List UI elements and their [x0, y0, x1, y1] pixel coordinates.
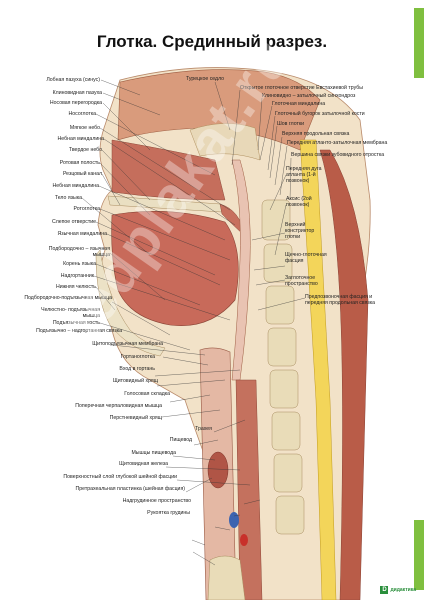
label-eustachian-tube: Открытое глоточное отверстие Евстахиевой… [240, 85, 363, 91]
label-apical-dental-ligament: Вершина связки зубовидного отростка [291, 152, 385, 158]
top-accent-bar [414, 8, 424, 78]
label-laryngeal-inlet: Вход в гортань [119, 366, 155, 372]
pharynx-airway [231, 159, 251, 381]
label-pharyngeal-raphe: Шов глотки [277, 121, 305, 127]
label-sphenooccipital-synchondrosis: Клиновидно – затылочный синхондроз [262, 93, 356, 99]
vein-vessel [229, 512, 239, 528]
label-esophageal-muscles: Мышцы пищевода [131, 450, 176, 456]
leader-lines [81, 79, 306, 566]
label-lingual-tonsil: Язычная миндалина [57, 231, 107, 237]
publisher-logo: D дидактика [380, 586, 416, 594]
label-pretracheal-lamina: Претрахеальная пластинка (шейная фасция) [75, 486, 186, 492]
label-manubrium: Рукоятка грудины [147, 510, 190, 516]
label-geniohyoid: Подбородочно-подъязычная мышца [24, 295, 112, 301]
label-laryngopharynx: Гортаноглотка [120, 354, 155, 360]
label-esophagus: Пищевод [169, 437, 192, 443]
label-pharyngeal-tonsil: Глоточная миндалина [272, 101, 326, 107]
label-nasal-septum: Носовая перегородка [49, 100, 102, 106]
tongue [111, 210, 239, 326]
logo-mark: D [380, 586, 389, 594]
label-mandible: Нижняя челюсть [55, 284, 96, 290]
label-palatine-tonsil-1: Небная миндалина [57, 136, 104, 142]
label-hyoepiglottic-ligament: Подъязычно – надгортанная связка [36, 328, 122, 334]
label-hyoid-bone: Подъязычная кость [52, 320, 100, 326]
mandible [95, 249, 166, 357]
label-buccopharyngeal-fascia: Щечно-глоточная фасция [285, 252, 327, 264]
label-prevertebral-fascia: Предпозвоночная фасция и передняя продол… [305, 294, 376, 306]
label-superior-longitudinal-ligament: Верхняя продольная связка [282, 131, 350, 137]
label-superior-constrictor: Верхний констриктор глотки [285, 222, 315, 240]
label-retropharyngeal-space: Заглоточное пространство [285, 275, 318, 287]
bottom-accent-bar [414, 520, 424, 590]
label-tongue-root: Корень языка [63, 261, 96, 267]
vertebral-column [261, 199, 305, 535]
label-sella-turcica: Турецкое седло [186, 76, 225, 82]
label-transverse-arytenoid: Поперечная черпаловидная мышца [75, 403, 162, 409]
nasal-cavity [111, 139, 226, 201]
label-genioglossus: Подбородочно – язычная мышца [48, 246, 110, 258]
label-foramen-cecum: Слепое отверстие [51, 219, 96, 225]
label-frontal-sinus: Лобная пазуха (синус) [46, 77, 100, 83]
label-oropharynx: Ротоглотка [73, 206, 100, 212]
label-thyrohyoid-membrane: Щитоподъязычная мембрана [92, 341, 163, 347]
label-anterior-arch-atlas: Передняя дуга атланта (1-й позвонок) [286, 166, 322, 184]
label-cricoid-cartilage: Перстневидный хрящ [109, 415, 162, 421]
sternum-manubrium [207, 555, 246, 600]
label-sphenoid-sinus: Клиновидная пазуха [52, 90, 102, 96]
posterior-neck-muscles [319, 149, 369, 600]
brain-region [117, 69, 321, 151]
label-pharyngeal-tubercle: Глоточный бугорок затылочной кости [275, 111, 365, 117]
label-oral-cavity: Ротовая полость [59, 160, 100, 166]
label-nasopharynx: Носоглотка [68, 111, 96, 117]
logo-text: дидактика [390, 587, 416, 593]
label-thyroid-cartilage: Щитовидный хрящ [112, 378, 158, 384]
spinal-cord [299, 139, 337, 600]
label-thyroid-gland: Щитовидная железа [119, 461, 168, 467]
label-palatine-tonsil-2: Небная миндалина [52, 183, 99, 189]
artery-vessel [240, 534, 248, 546]
label-axis: Аксис (2ой позвонок) [286, 196, 312, 208]
label-epiglottis: Надгортанник [60, 273, 94, 279]
poster-title: Глотка. Срединный разрез. [96, 32, 328, 51]
label-tongue-body: Тело языка [54, 195, 82, 201]
sphenoid-bone [189, 123, 261, 161]
label-incisive-canal: Резцовый канал [62, 171, 102, 177]
label-vocal-fold: Голосовая складка [124, 391, 170, 397]
label-suprasternal-space: Надгрудинное пространство [122, 498, 191, 504]
label-superficial-cervical-fascia: Поверхностный слой глубокой шейной фасци… [63, 474, 177, 480]
label-soft-palate: Мягкое небо [69, 125, 100, 131]
label-hard-palate: Твердое небо [68, 147, 102, 153]
label-trachea: Трахея [195, 426, 212, 432]
thyroid-gland [207, 451, 229, 489]
label-mylohyoid: Челюстно- подъязычная мышца [41, 307, 100, 319]
label-anterior-atlantooccipital-membrane: Передняя атланто-затылочная мембрана [287, 140, 388, 146]
